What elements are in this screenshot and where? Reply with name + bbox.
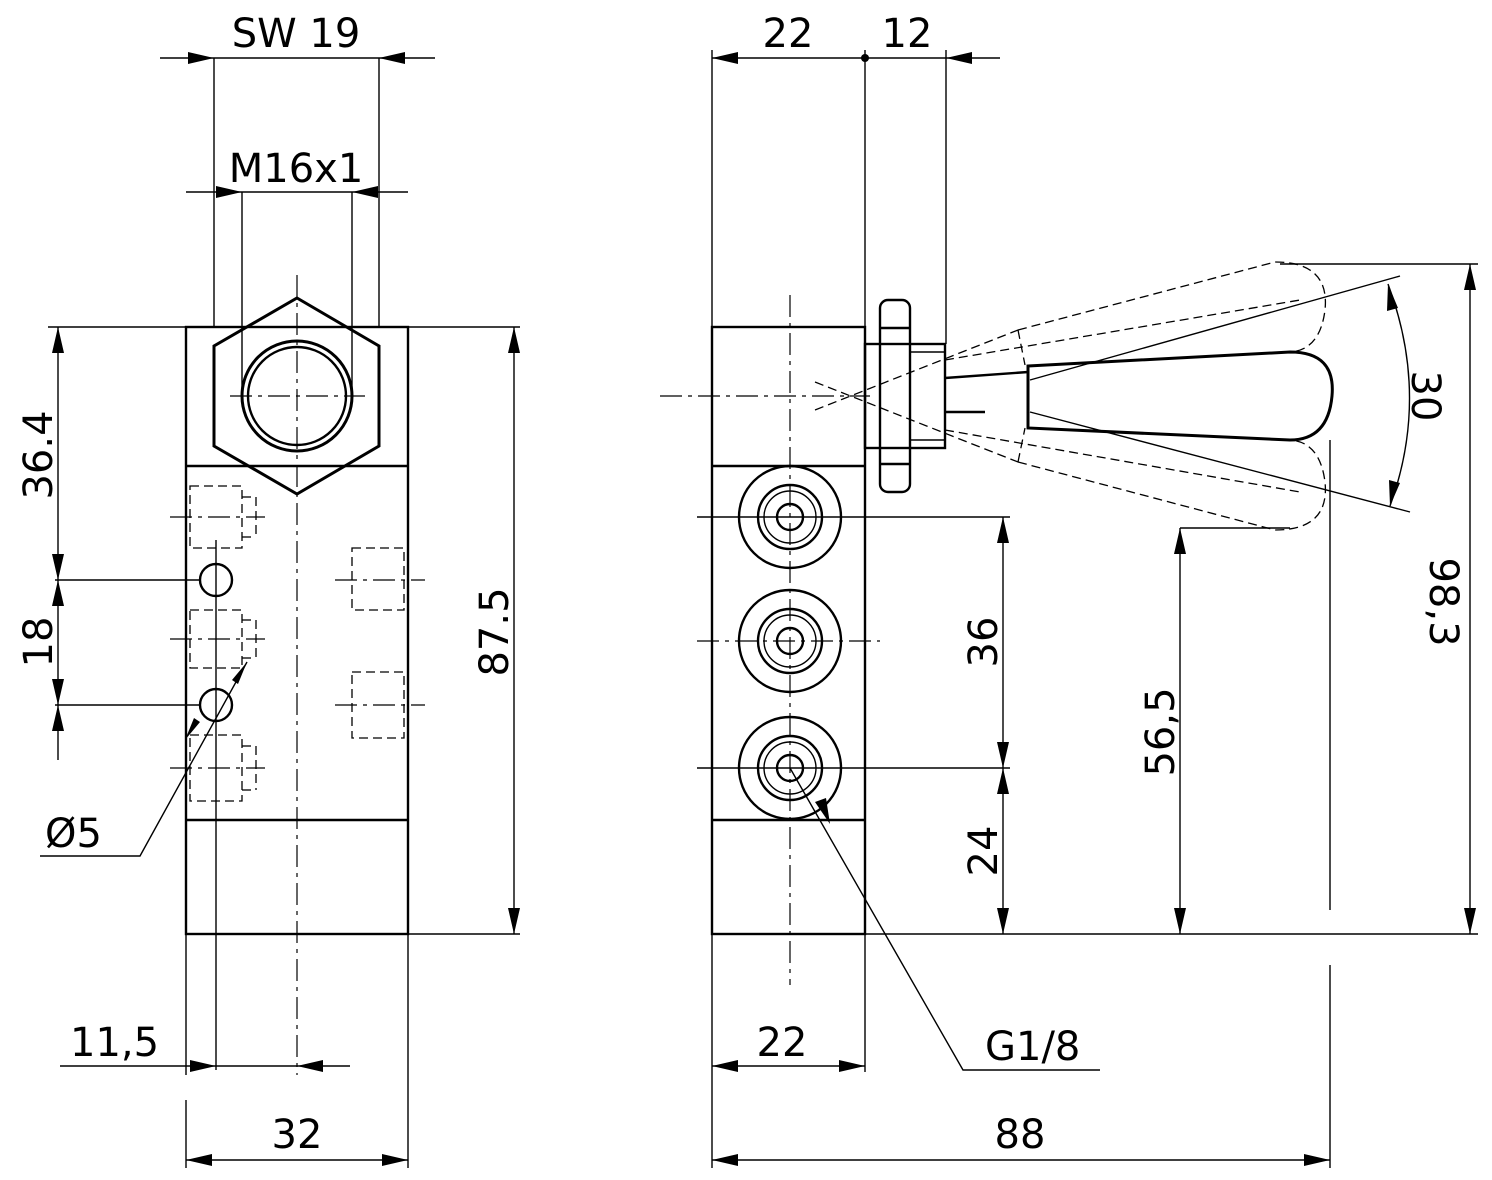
dim-22-top: 22 — [763, 11, 814, 57]
side-view: 30 22 12 36 24 56,5 98,3 — [660, 11, 1478, 1168]
dim-port-g1-8: G1/8 — [985, 1024, 1080, 1070]
dim-32: 32 — [272, 1112, 323, 1158]
dim-12: 12 — [882, 11, 933, 57]
hidden-bores-left — [170, 485, 265, 802]
hidden-bores-right — [335, 547, 425, 739]
lever-phantom — [814, 261, 1327, 531]
dim-56-5: 56,5 — [1138, 687, 1184, 776]
mounting-nut — [863, 298, 1029, 494]
dim-thread: M16x1 — [229, 146, 364, 192]
dim-98-3: 98,3 — [1420, 557, 1466, 646]
dim-36-4: 36.4 — [16, 410, 62, 499]
dim-hole-diameter: Ø5 — [45, 811, 102, 857]
dim-11-5: 11,5 — [70, 1020, 159, 1066]
dim-22-bottom: 22 — [757, 1020, 808, 1066]
dim-sw19: SW 19 — [232, 11, 361, 57]
side-body — [710, 325, 867, 936]
dim-18: 18 — [16, 617, 62, 668]
dim-24: 24 — [961, 826, 1007, 877]
front-view: SW 19 M16x1 36.4 18 87.5 Ø5 11,5 — [16, 11, 520, 1168]
dim-angle-30: 30 — [1402, 371, 1448, 422]
lever — [1026, 350, 1334, 442]
dim-87-5: 87.5 — [472, 587, 518, 676]
dim-88: 88 — [995, 1112, 1046, 1158]
dim-36: 36 — [961, 617, 1007, 668]
